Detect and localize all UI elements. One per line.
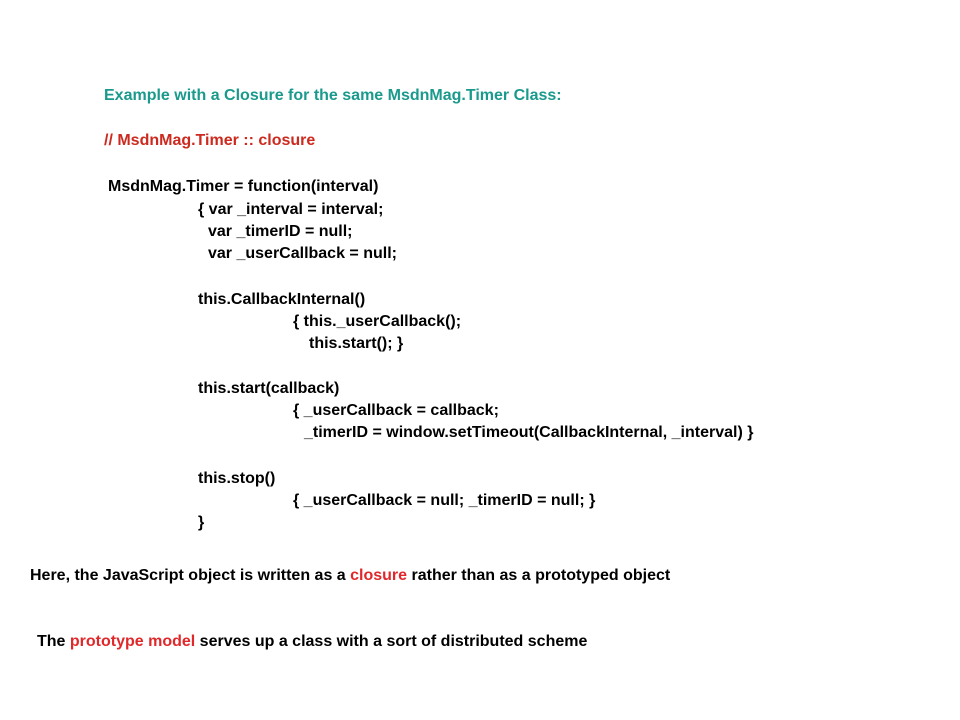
code-line: { _userCallback = callback; <box>293 402 499 419</box>
code-line: { this._userCallback(); <box>293 313 462 330</box>
note-text: serves up a class with a sort of distrib… <box>195 633 588 650</box>
code-line: MsdnMag.Timer = function(interval) <box>108 178 379 195</box>
note-text: Here, the JavaScript object is written a… <box>30 567 351 584</box>
code-line: this.stop() <box>198 470 276 487</box>
code-line: var _timerID = null; <box>208 223 353 240</box>
code-line: this.start(); } <box>309 335 404 352</box>
note-prototype: The prototype model serves up a class wi… <box>37 632 587 652</box>
note-highlight: closure <box>350 567 408 584</box>
note-highlight: prototype model <box>69 633 196 650</box>
slide-heading: Example with a Closure for the same Msdn… <box>104 87 562 104</box>
code-line: var _userCallback = null; <box>208 245 397 262</box>
note-text: The <box>37 633 70 650</box>
note-text: rather than as a prototyped object <box>407 567 671 584</box>
code-line: this.start(callback) <box>198 380 340 397</box>
code-line: { var _interval = interval; <box>198 201 384 218</box>
note-closure: Here, the JavaScript object is written a… <box>30 566 670 586</box>
code-line: { _userCallback = null; _timerID = null;… <box>293 492 596 509</box>
code-line: _timerID = window.setTimeout(CallbackInt… <box>304 424 754 441</box>
code-comment: // MsdnMag.Timer :: closure <box>104 132 316 149</box>
code-line: this.CallbackInternal() <box>198 291 366 308</box>
code-line: } <box>198 514 205 531</box>
